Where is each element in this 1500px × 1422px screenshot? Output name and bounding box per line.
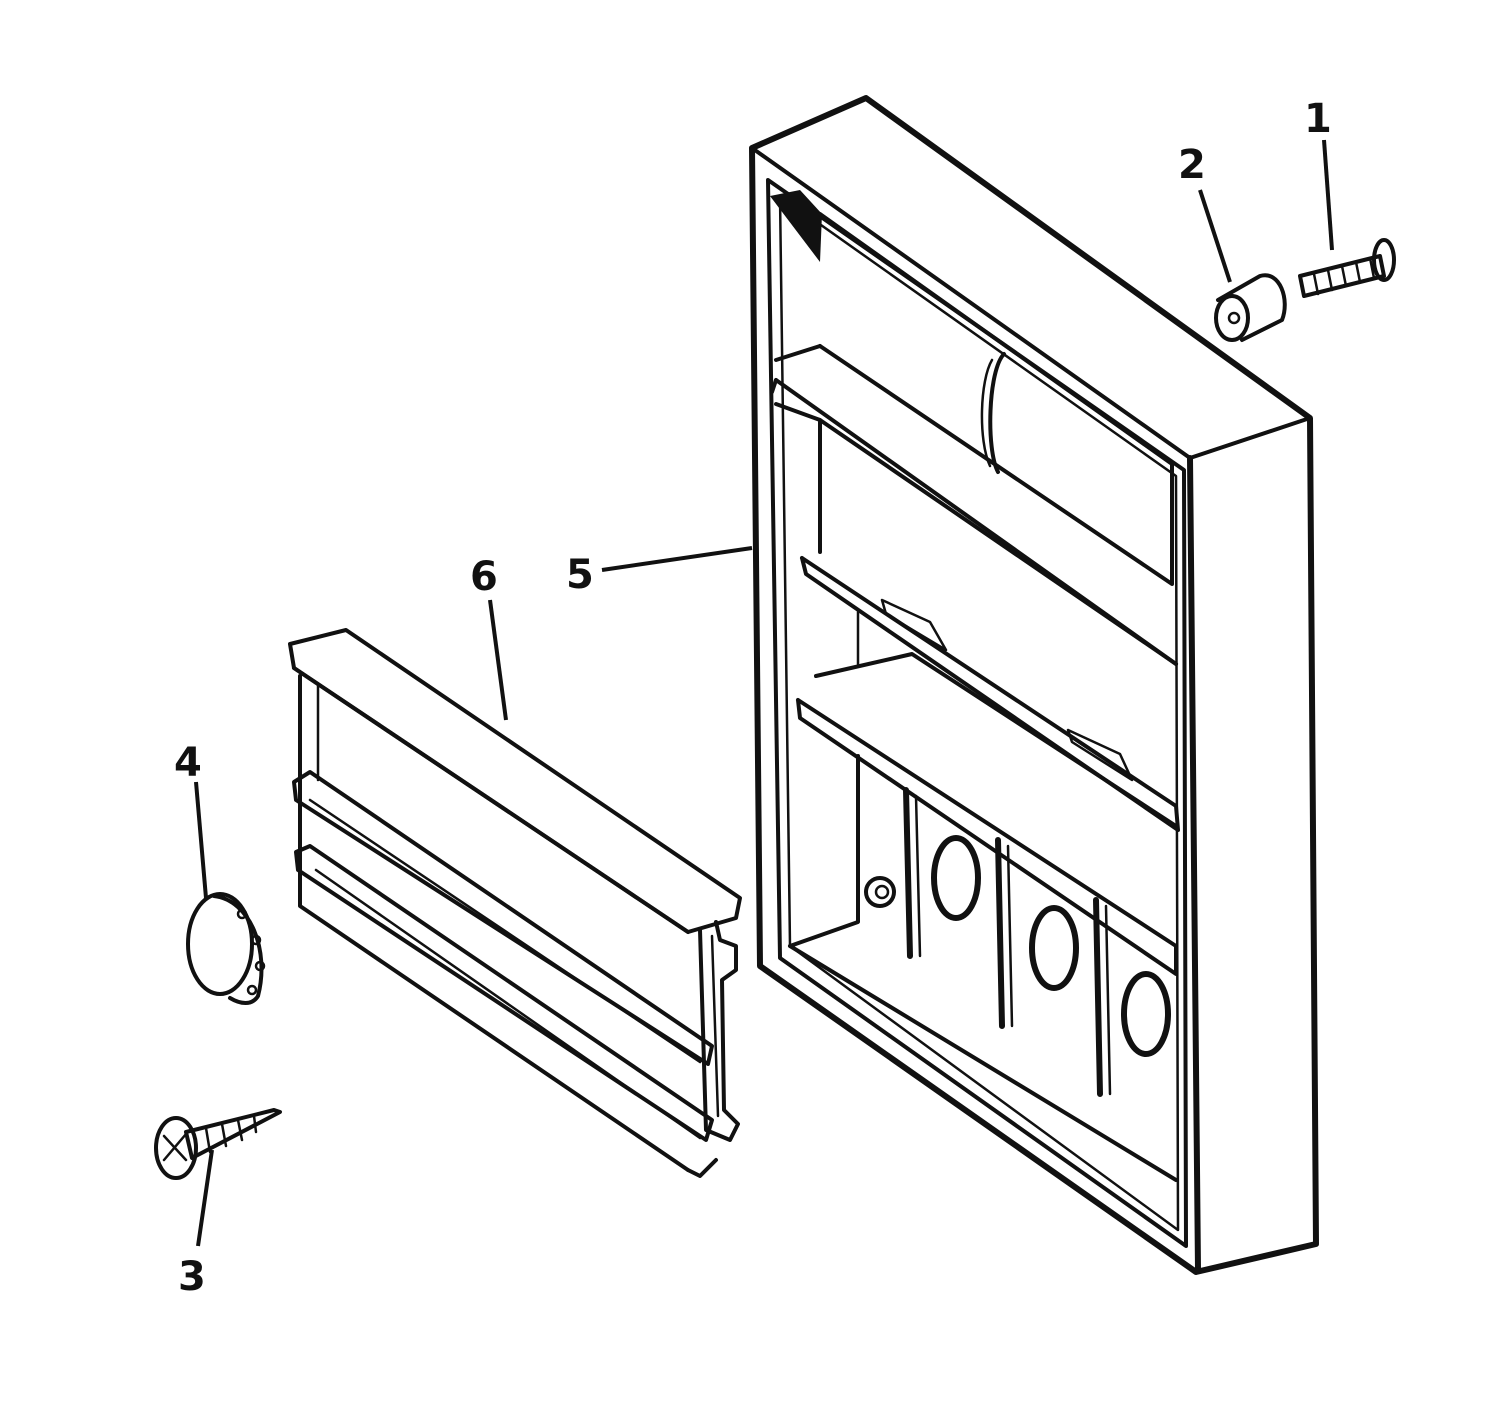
callout-2: 2 <box>1178 142 1206 188</box>
leader-3 <box>196 1149 214 1247</box>
part-4-cap <box>186 892 266 1005</box>
part-6-rail <box>288 628 742 1178</box>
callout-3: 3 <box>178 1254 206 1300</box>
part-2-spacer <box>1214 273 1287 342</box>
part-3-wood-screw <box>154 1108 282 1180</box>
callout-5: 5 <box>566 552 594 598</box>
leader-4 <box>194 781 208 899</box>
leader-5 <box>601 546 753 572</box>
leader-1 <box>1322 139 1334 251</box>
callout-4: 4 <box>174 740 202 786</box>
callout-1: 1 <box>1304 96 1332 142</box>
leader-2 <box>1198 189 1232 283</box>
callout-6: 6 <box>470 554 498 600</box>
part-1-screw <box>1298 238 1396 298</box>
part-5-housing <box>749 95 1319 1275</box>
leader-6 <box>488 599 508 721</box>
